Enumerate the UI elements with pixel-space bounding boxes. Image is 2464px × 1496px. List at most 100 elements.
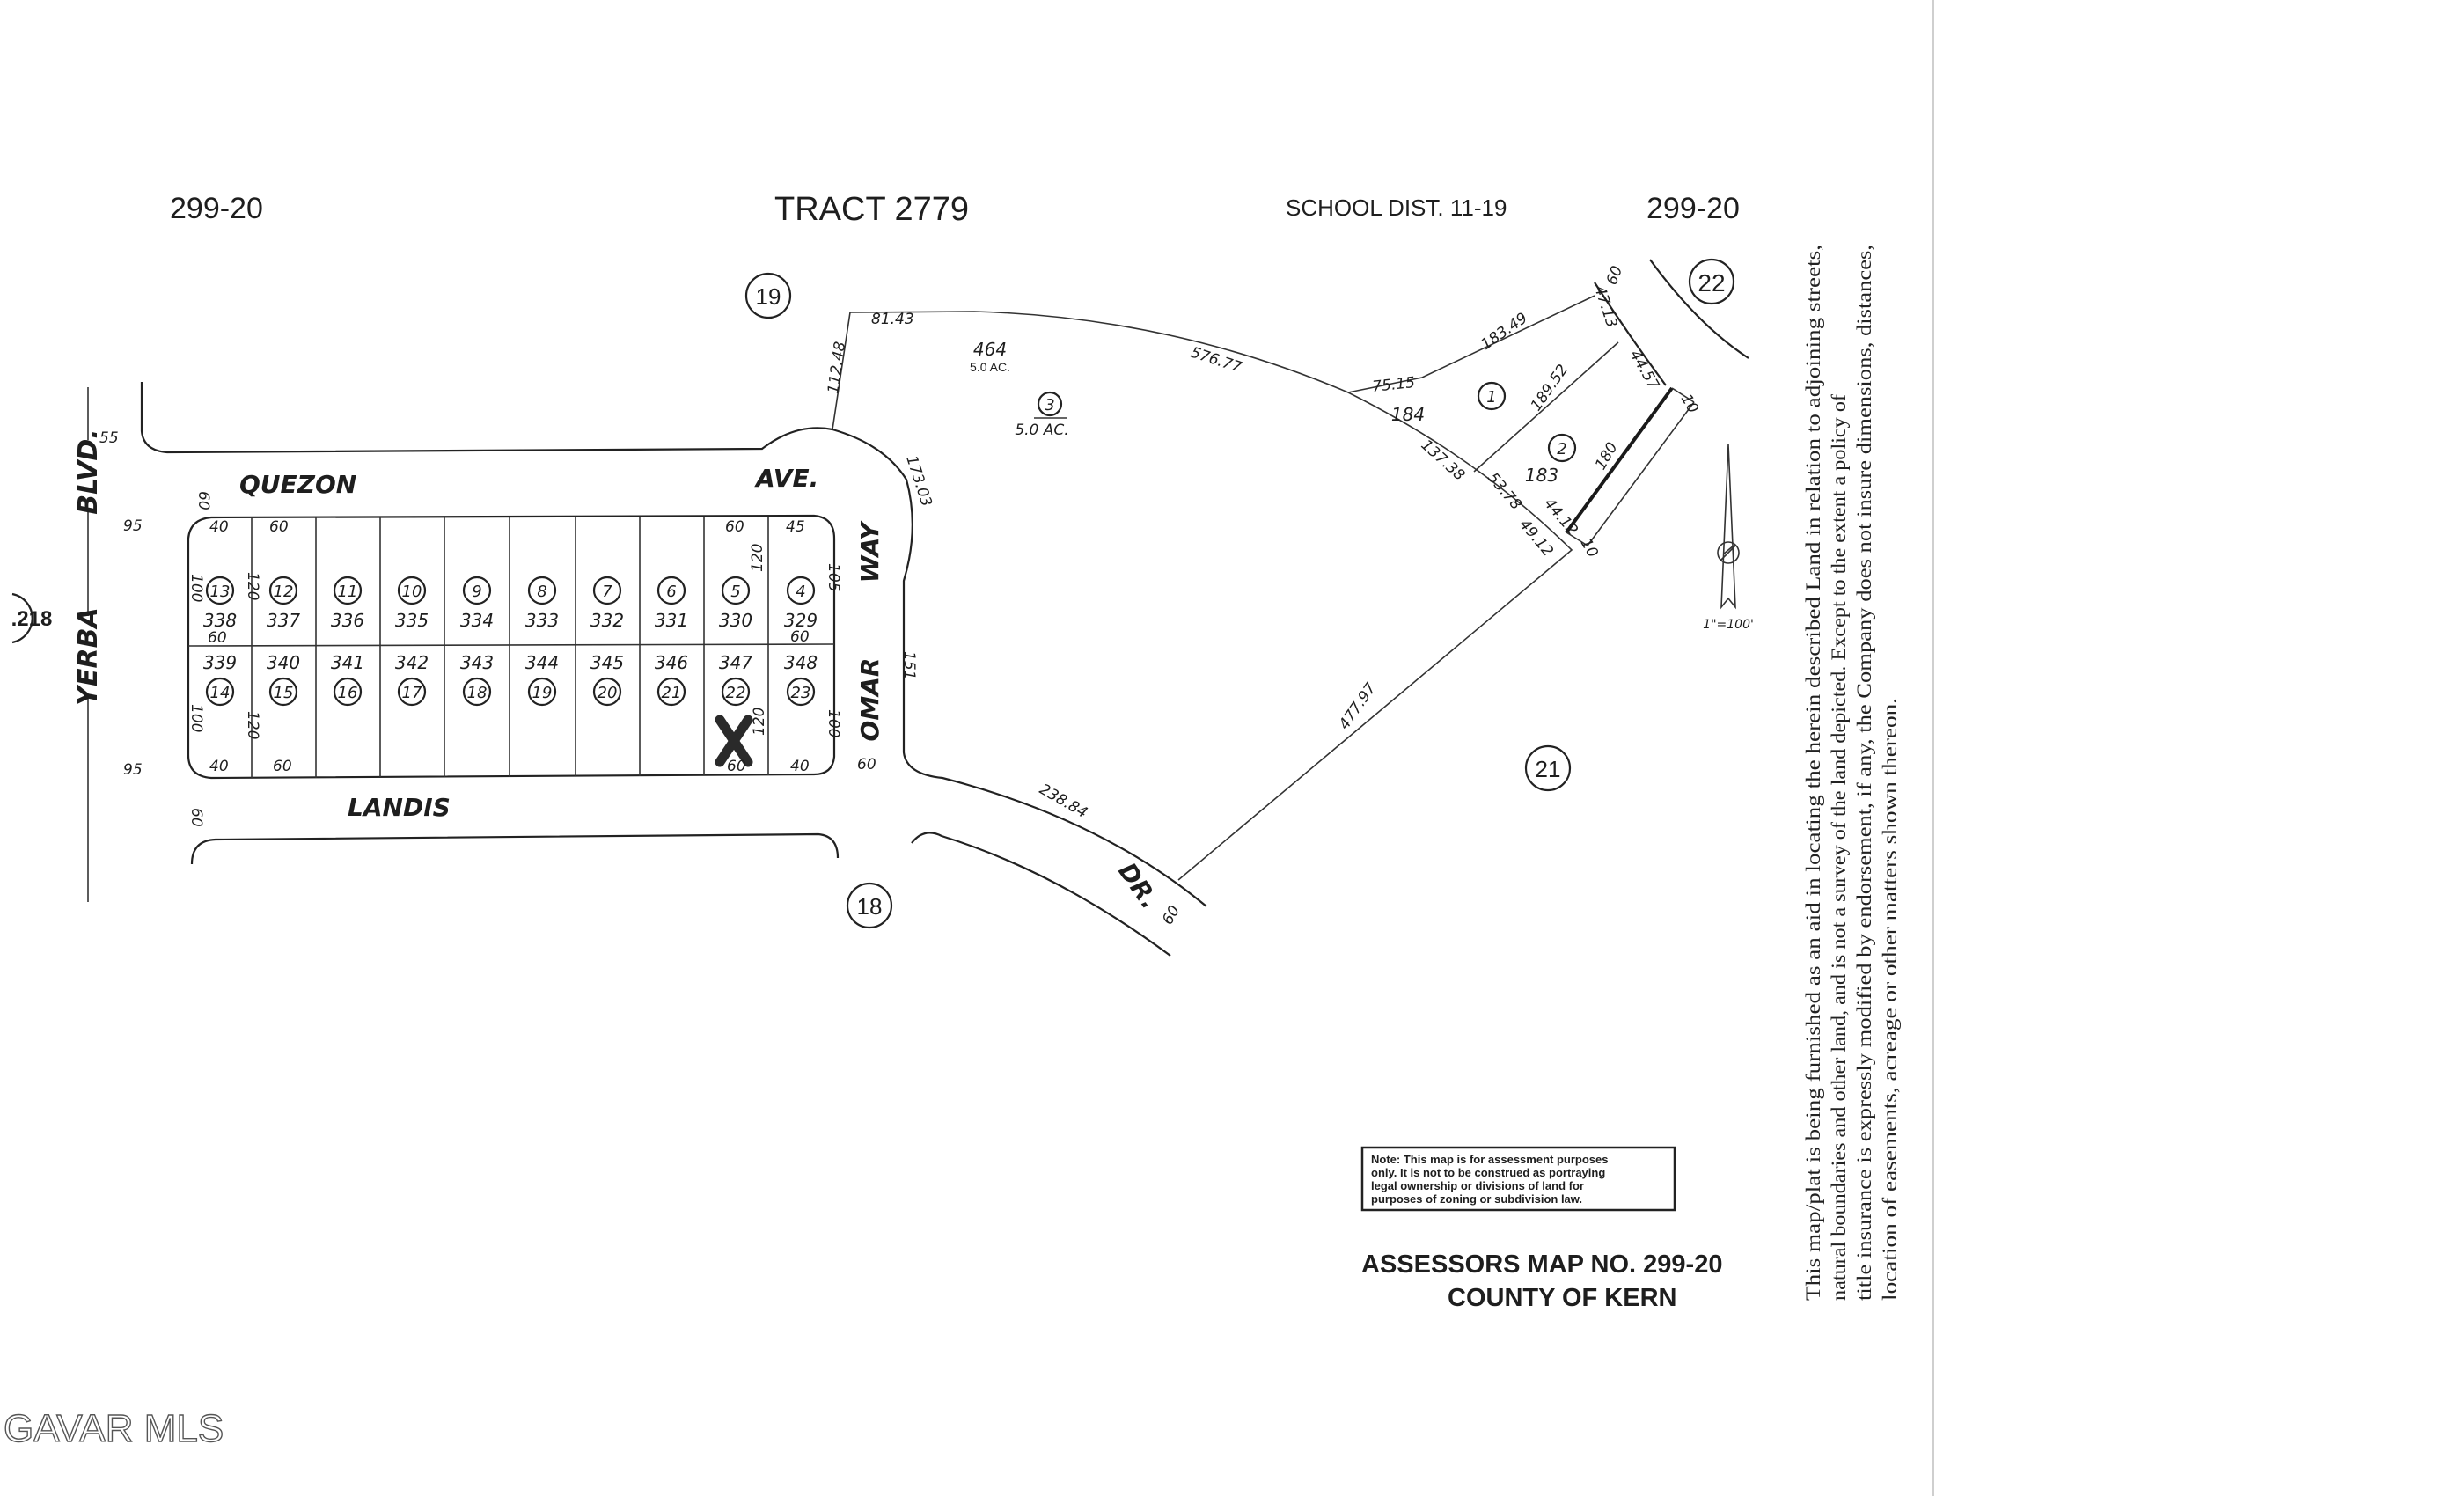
parcel-boundaries: [832, 282, 1695, 881]
lot-circle: [333, 576, 363, 605]
dim-label: 100: [825, 709, 842, 737]
lot-circle: [656, 576, 686, 605]
parcel-number[interactable]: 344: [525, 652, 559, 673]
parcel-number[interactable]: 336: [331, 610, 364, 631]
dim-label: 49.12: [1515, 516, 1557, 560]
lot-circle: [205, 576, 235, 605]
county-name: COUNTY OF KERN: [1448, 1284, 1676, 1312]
dim-label: 60: [208, 629, 227, 647]
map-number-right: 299-20: [1646, 192, 1740, 225]
lot-number: 19: [532, 684, 553, 702]
dim-label: 75.15: [1371, 374, 1415, 396]
lot-circle: [397, 677, 427, 707]
lot-3-acreage: 5.0 AC.: [1015, 422, 1068, 439]
scale-label: 1"=100': [1703, 618, 1754, 632]
parcel-184[interactable]: 184: [1391, 404, 1425, 425]
dim-label: 238.84: [1037, 781, 1091, 822]
parcel-number[interactable]: 346: [655, 652, 688, 673]
dim-label: 60: [187, 808, 205, 827]
marked-lot-x: [715, 715, 753, 767]
dim-label: 40: [209, 518, 229, 536]
lot-number: 5: [730, 583, 740, 601]
disclaimer-line: location of easements, acreage or other …: [1879, 698, 1901, 1301]
lot-number: 7: [602, 583, 612, 601]
page-ref-18[interactable]: 18: [846, 882, 893, 929]
dim-label: 95: [123, 761, 143, 779]
parcel-number[interactable]: 334: [460, 610, 494, 631]
lot-circle: [592, 576, 622, 605]
parcel-464[interactable]: 464: [973, 339, 1007, 360]
page-ref-218-label: .218: [11, 607, 53, 631]
dim-label: 60: [269, 518, 289, 536]
lot-circle: [786, 576, 816, 605]
lot-circle: [656, 677, 686, 707]
parcel-number[interactable]: 348: [784, 652, 818, 673]
lot-number: 4: [796, 583, 805, 601]
street-ave: AVE.: [754, 464, 818, 493]
lot-3: 3: [1045, 396, 1054, 414]
parcel-number[interactable]: 333: [525, 610, 559, 631]
dim-label: 60: [194, 491, 212, 510]
lot-circle: [592, 677, 622, 707]
page-ref-218[interactable]: .218: [11, 592, 53, 644]
block-dimensions: 55 95 95 60 60 40 60 60 45 40 60 60 40 1…: [99, 429, 876, 827]
parcel-number[interactable]: 331: [655, 610, 688, 631]
lot-circle: [462, 576, 492, 605]
dim-label: 477.97: [1336, 680, 1381, 733]
block-outline: [187, 514, 836, 780]
lot-grid: 1333812337113361033593348333733263315330…: [203, 576, 818, 707]
dim-label: 120: [751, 708, 768, 736]
page-ref-22[interactable]: 22: [1688, 258, 1735, 305]
disclaimer-line: This map/plat is being furnished as an a…: [1802, 245, 1824, 1301]
dim-label: 105: [825, 563, 842, 591]
lot-circle: [462, 677, 492, 707]
parcel-number[interactable]: 332: [590, 610, 624, 631]
parcel-number[interactable]: 337: [267, 610, 300, 631]
parcel-number[interactable]: 339: [203, 652, 237, 673]
lot-circle: [333, 677, 363, 707]
lot-number: 17: [402, 684, 422, 702]
parcel-number[interactable]: 343: [460, 652, 494, 673]
dim-label: 44.12: [1540, 495, 1581, 539]
parcel-number[interactable]: 338: [203, 610, 237, 631]
dim-label: 60: [725, 518, 744, 536]
dim-label: 100: [187, 704, 205, 732]
lot-number: 6: [666, 583, 676, 601]
page-ref-19[interactable]: 19: [744, 272, 792, 319]
dim-label: 120: [244, 711, 261, 739]
page-ref-19-label: 19: [756, 283, 781, 310]
page-ref-21[interactable]: 21: [1524, 744, 1572, 792]
parcel-number[interactable]: 340: [267, 652, 300, 673]
parcel-number[interactable]: 330: [719, 610, 752, 631]
parcel-number[interactable]: 342: [395, 652, 429, 673]
street-landis: LANDIS: [348, 793, 451, 822]
parcel-number[interactable]: 347: [719, 652, 752, 673]
parcel-number[interactable]: 335: [395, 610, 429, 631]
street-lines: [87, 259, 1749, 957]
dim-label: 112.48: [825, 341, 849, 395]
lot-circle: [527, 677, 557, 707]
parcel-number[interactable]: 345: [590, 652, 624, 673]
parcel-183[interactable]: 183: [1525, 465, 1558, 486]
parcel-number[interactable]: 329: [784, 610, 818, 631]
note-line: legal ownership or divisions of land for: [1371, 1179, 1584, 1192]
dim-label: 40: [790, 758, 810, 775]
lot-circle: [205, 677, 235, 707]
lot-number: 12: [274, 583, 294, 601]
note-line: Note: This map is for assessment purpose…: [1371, 1153, 1608, 1166]
lot-number: 13: [210, 583, 231, 601]
lot-circle: [721, 576, 751, 605]
dim-label: 60: [1159, 903, 1184, 928]
tract-title: TRACT 2779: [774, 191, 969, 228]
dim-label: 137.38: [1418, 436, 1469, 485]
dim-label: 576.77: [1188, 344, 1243, 377]
page-ref-21-label: 21: [1536, 756, 1561, 782]
map-number-left: 299-20: [170, 192, 263, 225]
lot-2: 2: [1557, 440, 1566, 458]
street-blvd: BLVD.: [73, 429, 104, 514]
parcel-labels: 464 5.0 AC. 3 5.0 AC. 184 1 2 183: [970, 339, 1577, 486]
dim-label: 60: [273, 758, 292, 775]
lot-number: 21: [662, 684, 682, 702]
parcel-number[interactable]: 341: [331, 652, 364, 673]
page-ref-18-label: 18: [857, 893, 883, 920]
